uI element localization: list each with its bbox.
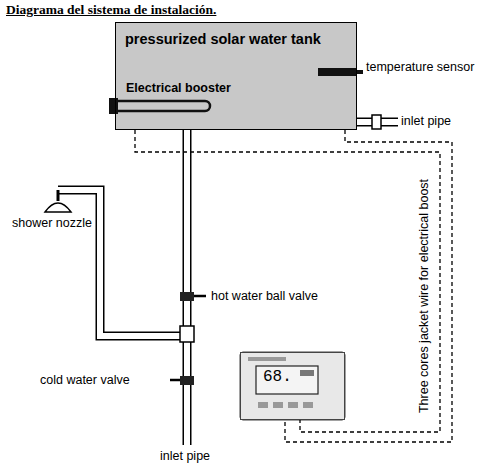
button (273, 402, 283, 408)
pipe-outlines (58, 122, 398, 445)
cold-inlet-pipe (183, 330, 192, 445)
shower-pipe (58, 190, 187, 336)
shower-nozzle-head (45, 203, 71, 212)
cold-valve-handle (170, 379, 180, 382)
part-label: shower nozzle (12, 216, 92, 230)
part-label: inlet pipe (160, 449, 210, 463)
controller-buttons (258, 402, 313, 408)
booster-wire (135, 130, 440, 432)
display-indicator (300, 370, 314, 376)
part-label: hot water ball valve (211, 289, 318, 303)
part-label: inlet pipe (401, 114, 451, 128)
part-label: temperature sensor (366, 60, 474, 74)
controller-brand-strip (248, 357, 286, 361)
booster-flange (109, 98, 118, 114)
page-title: Diagrama del sistema de instalación. (6, 2, 216, 18)
sensor-wire (285, 130, 452, 442)
sensor-cap (357, 70, 363, 74)
controller-box: 68. (240, 352, 345, 420)
nozzle-stem (57, 190, 60, 201)
tank-fill (115, 22, 357, 130)
cold-pipe-bore (184, 330, 190, 445)
temperature-sensor-probe (318, 68, 357, 76)
part-label: Electrical booster (126, 81, 231, 95)
controller-display (256, 366, 318, 394)
tank-title: pressurized solar water tank (125, 31, 321, 47)
shower-pipe-bore (58, 190, 187, 336)
booster-element (118, 101, 210, 111)
button (303, 402, 313, 408)
hot-valve-body (180, 292, 194, 301)
tank-box: pressurized solar water tankElectrical b… (115, 22, 357, 130)
controller-panel (240, 352, 345, 420)
tee-fitting (180, 326, 194, 342)
cold-valve-body (180, 376, 194, 385)
button (288, 402, 298, 408)
button (258, 402, 268, 408)
hot-valve-handle (194, 295, 206, 298)
inlet-valve (372, 115, 381, 129)
display-reading: 68. (263, 368, 292, 386)
part-label: cold water valve (40, 373, 130, 387)
wire-label: Three cores jacket wire for electrical b… (417, 179, 431, 413)
pipe-bores (58, 122, 398, 445)
